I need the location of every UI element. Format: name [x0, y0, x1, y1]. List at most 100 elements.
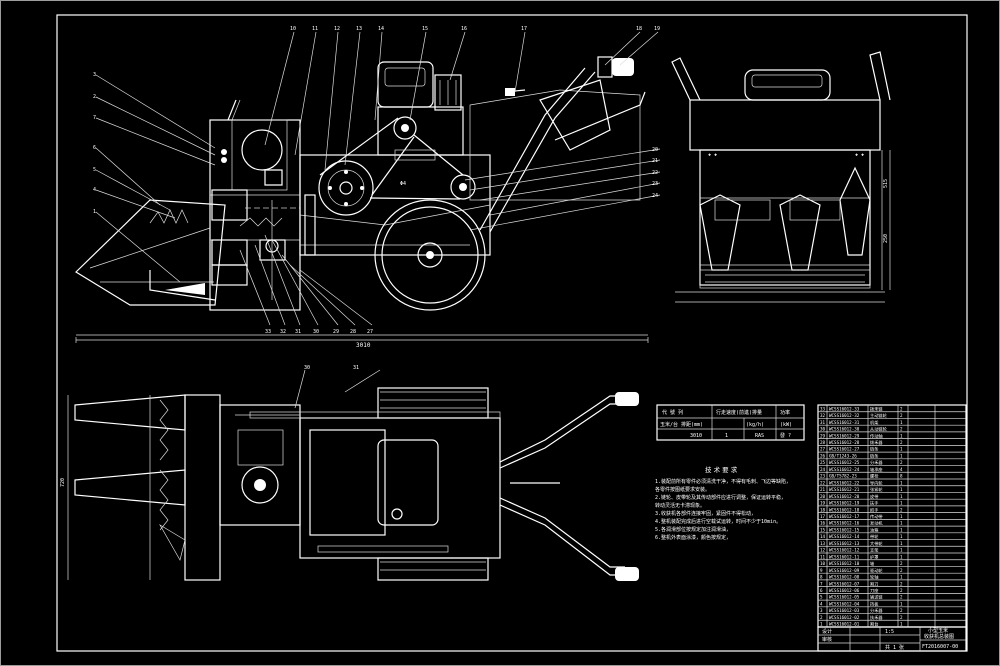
plan-view: 30 31 720: [60, 365, 639, 581]
callout-top-15: 15: [422, 26, 428, 32]
parts-row-name: 护罩: [870, 553, 878, 560]
parts-row-name: 把手: [870, 506, 878, 513]
parts-row-code: WCSS16012-30: [829, 427, 860, 432]
callout-front-2: 2: [93, 94, 96, 100]
parts-row-qty: 1: [900, 601, 903, 606]
parts-row-name: 皮带: [870, 493, 878, 500]
title-name-line1: 小型玉米: [928, 627, 948, 634]
title-scale: 1:5: [885, 629, 894, 635]
parts-row-name: 割台: [870, 621, 878, 628]
callout-right-21: 21: [652, 158, 658, 164]
plan-callout-31: 31: [353, 365, 359, 371]
parts-row-name: 大带轮: [870, 540, 883, 547]
parts-row-qty: 4: [900, 467, 903, 472]
parts-row-code: WCSS16012-10: [829, 561, 860, 566]
parts-row-code: WCSS16012-16: [829, 521, 860, 526]
parts-row-code: WCSS16012-15: [829, 527, 860, 532]
parts-row-name: 驱动轮: [870, 567, 883, 574]
parts-row-name: 轴: [870, 560, 874, 567]
parts-row-qty: 2: [900, 413, 903, 418]
perf-row-2: 3010: [690, 433, 702, 439]
parts-row-index: 25: [820, 460, 826, 465]
parts-row-qty: 1: [900, 554, 903, 559]
parts-row-name: 带轮: [870, 533, 879, 540]
parts-row-name: 轮轴: [870, 574, 878, 581]
callout-bottom-28: 28: [350, 329, 356, 335]
parts-row-index: 18: [820, 507, 826, 512]
parts-row-name: 螺栓: [870, 473, 879, 480]
parts-row-code: WCSS16012-20: [829, 494, 860, 499]
parts-row-index: 30: [820, 427, 826, 432]
parts-row-name: 链条: [870, 446, 879, 453]
parts-row-qty: 1: [900, 494, 903, 499]
parts-row-qty: 1: [900, 420, 903, 425]
parts-row-name: 导向轮: [870, 479, 883, 486]
title-sheet: 共 1 张: [885, 644, 904, 651]
parts-row-code: WCSS16012-11: [829, 554, 860, 559]
callout-bottom-29: 29: [333, 329, 339, 335]
parts-row-name: 主动链轮: [870, 412, 888, 419]
parts-row-qty: 1: [900, 453, 903, 458]
parts-row-index: 3: [820, 608, 823, 613]
callout-bottom-30: 30: [313, 329, 319, 335]
parts-row-index: 33: [820, 406, 826, 411]
parts-row-qty: 1: [900, 521, 903, 526]
parts-row-index: 26: [820, 453, 826, 458]
parts-row-qty: 2: [900, 615, 903, 620]
parts-row-name: 张紧轮: [870, 486, 883, 493]
parts-row-code: WCSS16012-13: [829, 541, 860, 546]
callout-top-12: 12: [334, 26, 340, 32]
parts-row-index: 17: [820, 514, 826, 519]
parts-row-index: 11: [820, 554, 826, 559]
callout-top-18: 18: [636, 26, 642, 32]
front-dim-2: 250: [883, 234, 889, 243]
parts-row-code: WCSS16012-25: [829, 460, 860, 465]
parts-row-qty: 1: [900, 447, 903, 452]
callout-top-16: 16: [461, 26, 467, 32]
parts-row-name: 传动带: [870, 513, 883, 520]
parts-row-code: GB/T5782-23: [829, 474, 857, 479]
parts-row-name: 拨禾链: [870, 405, 883, 412]
parts-row-index: 7: [820, 581, 823, 586]
parts-row-name: 输送链: [870, 594, 883, 601]
perf-row-3: 1: [725, 433, 728, 439]
parts-row-name: 扶手: [870, 500, 878, 507]
parts-row-qty: 2: [900, 440, 903, 445]
perf-unit-3: (kW): [780, 422, 792, 428]
title-drawing-no: FT2016007-00: [922, 644, 958, 650]
front-dim-1: 515: [883, 179, 889, 188]
parts-row-code: WCSS16012-31: [829, 420, 860, 425]
title-name-line2: 收获机总装图: [924, 633, 954, 640]
parts-row-index: 29: [820, 433, 826, 438]
callout-front-5: 5: [93, 167, 96, 173]
tech-req-8: 6.整机外表面涂漆，颜色按规定，: [655, 534, 731, 541]
parts-row-name: 刀座: [870, 587, 878, 594]
parts-row-code: WCSS16012-27: [829, 447, 860, 452]
tech-req-4: 转动灵活无卡滞现象。: [655, 502, 705, 509]
parts-row-code: WCSS16012-12: [829, 548, 860, 553]
parts-row-qty: 1: [900, 541, 903, 546]
parts-row-name: 挡板: [870, 600, 879, 607]
title-designer: 设计: [822, 628, 832, 635]
parts-row-index: 32: [820, 413, 826, 418]
parts-row-qty: 2: [900, 588, 903, 593]
parts-row-qty: 2: [900, 568, 903, 573]
parts-row-index: 1: [820, 622, 823, 627]
parts-row-qty: 1: [900, 480, 903, 485]
parts-row-code: WCSS16012-08: [829, 575, 860, 580]
title-block: 设计 审核 1:5 共 1 张 小型玉米 收获机总装图 FT2016007-00: [817, 626, 967, 652]
parts-row-index: 23: [820, 474, 826, 479]
callout-right-22: 22: [652, 170, 658, 176]
parts-row-index: 28: [820, 440, 826, 445]
perf-header-3: 功率: [780, 409, 790, 416]
perf-unit-2: (kg/h): [746, 422, 764, 428]
perf-row-1: 玉米/台 排距(mm): [660, 421, 703, 428]
callout-top-14: 14: [378, 26, 384, 32]
parts-row-index: 19: [820, 501, 826, 506]
parts-row-qty: 2: [900, 595, 903, 600]
parts-row-name: 从动链轮: [870, 426, 888, 433]
parts-row-code: WCSS16012-28: [829, 440, 860, 445]
parts-row-index: 8: [820, 575, 823, 580]
callout-top-13: 13: [356, 26, 362, 32]
parts-row-index: 12: [820, 548, 826, 553]
